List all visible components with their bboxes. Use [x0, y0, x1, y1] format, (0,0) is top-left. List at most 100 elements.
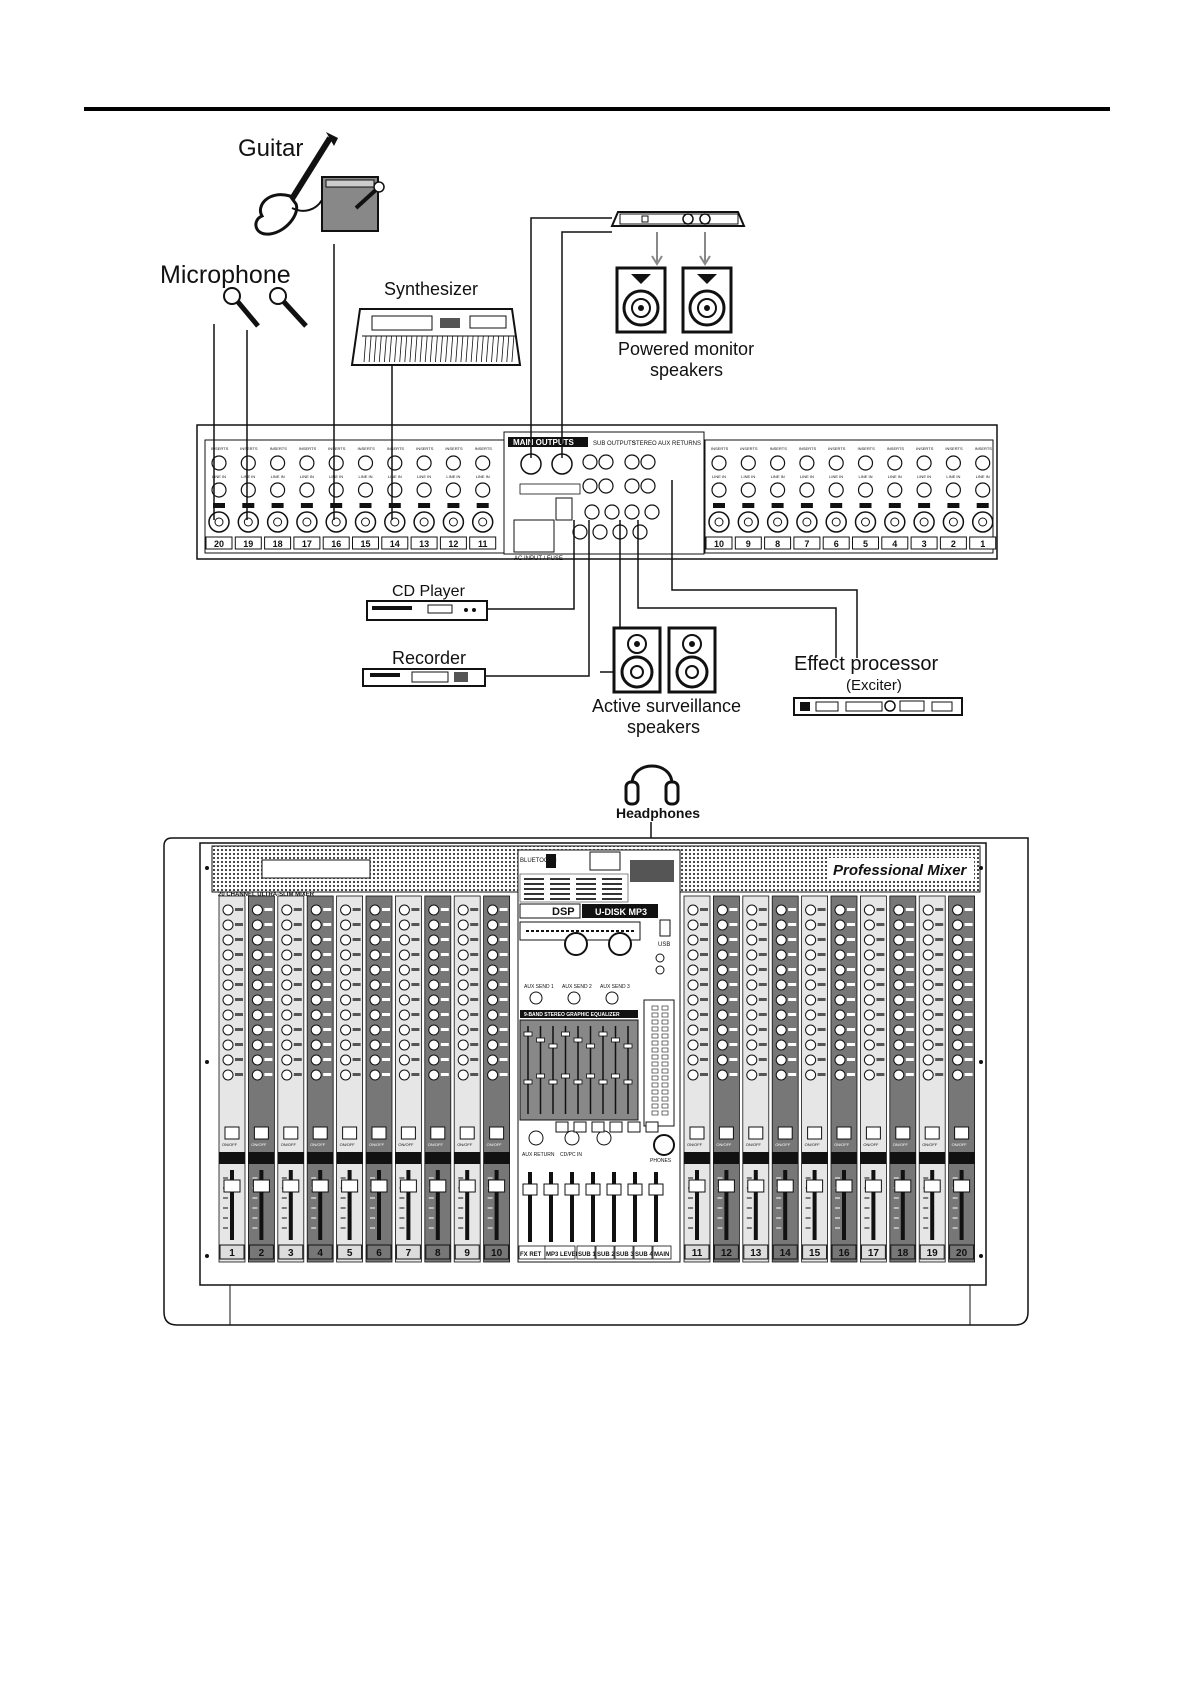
channel-knob[interactable] — [805, 934, 817, 946]
channel-knob[interactable] — [487, 964, 499, 976]
channel-knob[interactable] — [746, 964, 758, 976]
channel-knob[interactable] — [893, 979, 905, 991]
channel-knob[interactable] — [251, 1024, 263, 1036]
channel-knob[interactable] — [746, 1039, 758, 1051]
channel-knob[interactable] — [922, 964, 934, 976]
eq-slider[interactable] — [598, 1031, 608, 1037]
channel-knob[interactable] — [340, 1024, 352, 1036]
mute-button[interactable] — [807, 1126, 823, 1140]
channel-knob[interactable] — [863, 934, 875, 946]
mute-button[interactable] — [748, 1126, 764, 1140]
channel-fader[interactable] — [282, 1179, 300, 1193]
channel-fader[interactable] — [776, 1179, 794, 1193]
channel-knob[interactable] — [687, 964, 699, 976]
channel-knob[interactable] — [716, 1069, 728, 1081]
channel-knob[interactable] — [340, 934, 352, 946]
channel-knob[interactable] — [340, 919, 352, 931]
channel-knob[interactable] — [834, 1054, 846, 1066]
channel-knob[interactable] — [893, 994, 905, 1006]
channel-knob[interactable] — [222, 964, 234, 976]
channel-knob[interactable] — [922, 979, 934, 991]
channel-knob[interactable] — [805, 1009, 817, 1021]
channel-fader[interactable] — [429, 1179, 447, 1193]
channel-fader[interactable] — [923, 1179, 941, 1193]
channel-fader[interactable] — [894, 1179, 912, 1193]
channel-knob[interactable] — [340, 979, 352, 991]
channel-knob[interactable] — [863, 1069, 875, 1081]
channel-knob[interactable] — [805, 979, 817, 991]
channel-knob[interactable] — [834, 904, 846, 916]
assign-button[interactable] — [627, 1121, 641, 1133]
channel-knob[interactable] — [398, 1024, 410, 1036]
master-fader[interactable] — [648, 1183, 664, 1196]
channel-knob[interactable] — [834, 1024, 846, 1036]
channel-knob[interactable] — [251, 934, 263, 946]
eq-slider[interactable] — [536, 1073, 545, 1079]
channel-knob[interactable] — [952, 964, 964, 976]
channel-knob[interactable] — [251, 979, 263, 991]
channel-fader[interactable] — [953, 1179, 971, 1193]
channel-knob[interactable] — [398, 919, 410, 931]
eq-slider[interactable] — [573, 1079, 583, 1085]
channel-knob[interactable] — [340, 964, 352, 976]
channel-knob[interactable] — [863, 1054, 875, 1066]
channel-knob[interactable] — [487, 1069, 499, 1081]
channel-knob[interactable] — [222, 904, 234, 916]
channel-knob[interactable] — [863, 904, 875, 916]
channel-knob[interactable] — [222, 979, 234, 991]
channel-fader[interactable] — [311, 1179, 329, 1193]
channel-knob[interactable] — [457, 979, 469, 991]
channel-knob[interactable] — [687, 1039, 699, 1051]
mute-button[interactable] — [865, 1126, 881, 1140]
channel-knob[interactable] — [775, 1039, 787, 1051]
channel-knob[interactable] — [716, 949, 728, 961]
channel-knob[interactable] — [369, 919, 381, 931]
channel-knob[interactable] — [834, 934, 846, 946]
channel-knob[interactable] — [428, 904, 440, 916]
mute-button[interactable] — [253, 1126, 269, 1140]
channel-fader[interactable] — [488, 1179, 506, 1193]
channel-knob[interactable] — [893, 949, 905, 961]
channel-knob[interactable] — [952, 1069, 964, 1081]
channel-knob[interactable] — [893, 964, 905, 976]
channel-knob[interactable] — [746, 904, 758, 916]
assign-button[interactable] — [609, 1121, 623, 1133]
channel-knob[interactable] — [805, 904, 817, 916]
channel-knob[interactable] — [457, 1054, 469, 1066]
mute-button[interactable] — [283, 1126, 299, 1140]
channel-knob[interactable] — [863, 919, 875, 931]
channel-knob[interactable] — [369, 904, 381, 916]
channel-fader[interactable] — [458, 1179, 476, 1193]
channel-knob[interactable] — [687, 1054, 699, 1066]
master-fader[interactable] — [627, 1183, 643, 1196]
channel-knob[interactable] — [775, 949, 787, 961]
master-fader[interactable] — [585, 1183, 601, 1196]
channel-knob[interactable] — [922, 1039, 934, 1051]
channel-knob[interactable] — [805, 964, 817, 976]
channel-knob[interactable] — [457, 1039, 469, 1051]
mute-button[interactable] — [342, 1126, 358, 1140]
channel-knob[interactable] — [487, 1039, 499, 1051]
channel-knob[interactable] — [428, 1039, 440, 1051]
channel-knob[interactable] — [251, 949, 263, 961]
channel-knob[interactable] — [457, 1024, 469, 1036]
channel-knob[interactable] — [487, 919, 499, 931]
mute-button[interactable] — [371, 1126, 387, 1140]
channel-fader[interactable] — [370, 1179, 388, 1193]
mute-button[interactable] — [689, 1126, 705, 1140]
mute-button[interactable] — [430, 1126, 446, 1140]
mute-button[interactable] — [954, 1126, 970, 1140]
channel-knob[interactable] — [251, 964, 263, 976]
eq-slider[interactable] — [598, 1079, 608, 1085]
channel-fader[interactable] — [223, 1179, 241, 1193]
channel-knob[interactable] — [428, 979, 440, 991]
channel-knob[interactable] — [952, 934, 964, 946]
channel-knob[interactable] — [775, 919, 787, 931]
channel-knob[interactable] — [952, 949, 964, 961]
channel-knob[interactable] — [310, 934, 322, 946]
channel-knob[interactable] — [746, 994, 758, 1006]
channel-knob[interactable] — [310, 994, 322, 1006]
mute-button[interactable] — [718, 1126, 734, 1140]
master-fader[interactable] — [564, 1183, 580, 1196]
channel-knob[interactable] — [922, 994, 934, 1006]
